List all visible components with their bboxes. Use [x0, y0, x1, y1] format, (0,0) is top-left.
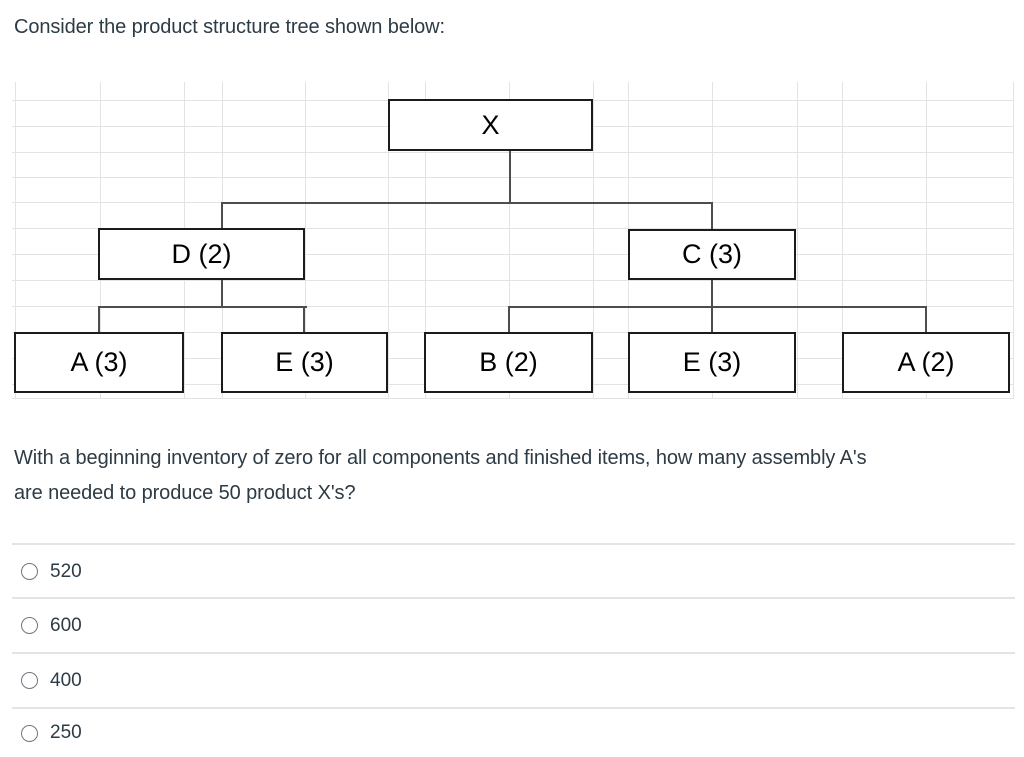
tree-node-e3-left: E (3) [221, 332, 388, 393]
tree-node-a3: A (3) [14, 332, 184, 393]
tree-node-e3-right: E (3) [628, 332, 796, 393]
question-line-1: With a beginning inventory of zero for a… [14, 447, 867, 469]
answer-option-520[interactable]: 520 [12, 543, 1015, 598]
tree-node-b2: B (2) [424, 332, 593, 393]
tree-connector-line [925, 306, 927, 332]
tree-connector-line [508, 306, 510, 332]
question-text: With a beginning inventory of zero for a… [14, 441, 1014, 511]
radio-button-icon[interactable] [21, 672, 38, 689]
radio-button-icon[interactable] [21, 617, 38, 634]
tree-connector-line [303, 306, 305, 332]
tree-connector-line [509, 151, 511, 202]
tree-connector-line [221, 202, 223, 230]
answer-option-label: 520 [50, 560, 82, 582]
product-structure-tree: X D (2) C (3) A (3) E (3) B (2) E (3) A … [12, 82, 1014, 399]
question-line-2: are needed to produce 50 product X's? [14, 482, 356, 504]
tree-connector-line [221, 202, 713, 204]
tree-node-c3: C (3) [628, 229, 796, 280]
tree-connector-line [98, 306, 100, 332]
answer-option-600[interactable]: 600 [12, 597, 1015, 652]
answer-option-250[interactable]: 250 [12, 707, 1015, 757]
tree-connector-line [711, 202, 713, 231]
answer-option-label: 400 [50, 669, 82, 691]
answer-option-label: 600 [50, 614, 82, 636]
tree-connector-line [221, 280, 223, 308]
radio-button-icon[interactable] [21, 563, 38, 580]
answer-option-label: 250 [50, 722, 82, 743]
tree-node-x: X [388, 99, 593, 151]
radio-button-icon[interactable] [21, 724, 38, 742]
answer-option-400[interactable]: 400 [12, 652, 1015, 707]
tree-connector-line [508, 306, 927, 308]
tree-node-d2: D (2) [98, 228, 305, 280]
question-intro: Consider the product structure tree show… [14, 16, 445, 38]
tree-node-a2: A (2) [842, 332, 1010, 393]
tree-connector-line [98, 306, 307, 308]
